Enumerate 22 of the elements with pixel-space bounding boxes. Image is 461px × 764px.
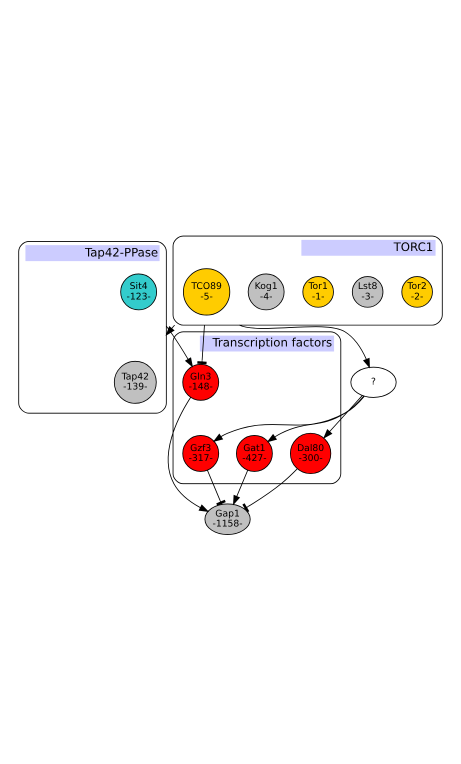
node-circle: Kog1 -4-	[248, 274, 285, 310]
connector	[242, 468, 298, 512]
node-circle: Gzf3 -317-	[182, 435, 220, 472]
connector	[197, 324, 207, 365]
arrow	[212, 396, 365, 442]
node-circle: Gat1 -427-	[236, 435, 273, 472]
arrow	[323, 395, 363, 439]
arrow	[168, 396, 210, 512]
node-circle: Tor1 -1-	[302, 276, 334, 308]
arrow	[266, 396, 364, 442]
arrow	[166, 324, 176, 336]
connector	[206, 470, 226, 506]
node-ellipse: ?	[350, 366, 397, 398]
node-circle: TCO89 -5-	[182, 268, 230, 316]
node-circle: Gln3 -148-	[182, 364, 220, 401]
node-circle: Dal80 -300-	[290, 432, 332, 474]
node-circle: Lst8 -3-	[352, 276, 384, 308]
arrow	[166, 326, 194, 368]
arrow	[233, 470, 248, 506]
node-circle: Sit4 -123-	[120, 274, 158, 310]
node-circle: Tap42 -139-	[114, 360, 157, 404]
node-circle: Tor2 -2-	[401, 276, 433, 308]
